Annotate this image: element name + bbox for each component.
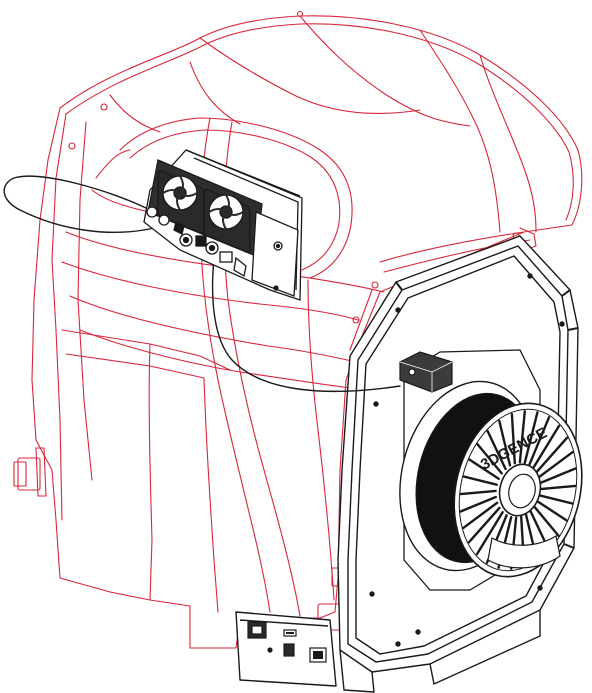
spool-spoke	[498, 419, 512, 467]
filament-spool: 3DGENCE	[399, 349, 583, 591]
fan-plate	[143, 149, 303, 301]
spool-spoke	[476, 442, 503, 475]
spool-spoke	[539, 467, 577, 485]
spool-spoke	[536, 500, 568, 522]
spool-spoke	[459, 495, 497, 513]
spool-spoke	[459, 489, 497, 496]
spool-spoke	[510, 413, 516, 465]
spool-spoke	[462, 475, 498, 486]
usb-port-icon	[283, 629, 297, 637]
spool-spoke	[539, 484, 577, 491]
spool-spoke	[462, 501, 499, 529]
spool-spoke	[538, 494, 574, 505]
status-led	[267, 647, 273, 653]
power-switch-icon	[247, 621, 267, 639]
spool-spoke	[486, 429, 507, 471]
fan-icon	[203, 189, 251, 253]
spool-spoke	[518, 410, 526, 464]
spool-spoke	[528, 416, 551, 466]
spool-label-window	[487, 535, 561, 569]
cables	[3, 175, 401, 393]
sd-slot	[283, 643, 295, 657]
fan-icon	[157, 170, 205, 234]
spool-spoke	[475, 511, 504, 556]
cable-left	[3, 175, 155, 233]
spool-spoke	[523, 411, 539, 464]
filament-sensor-icon	[399, 351, 453, 393]
ethernet-port-icon	[309, 647, 327, 663]
spool-spoke	[537, 451, 574, 479]
spool-spoke	[532, 424, 561, 469]
rear-port-panel	[247, 621, 327, 663]
spool-spoke	[533, 505, 560, 538]
cable-to-sensor	[211, 257, 401, 393]
spool-spoke	[468, 458, 500, 480]
spool-spoke	[535, 436, 569, 474]
spool-spoke	[467, 506, 501, 544]
